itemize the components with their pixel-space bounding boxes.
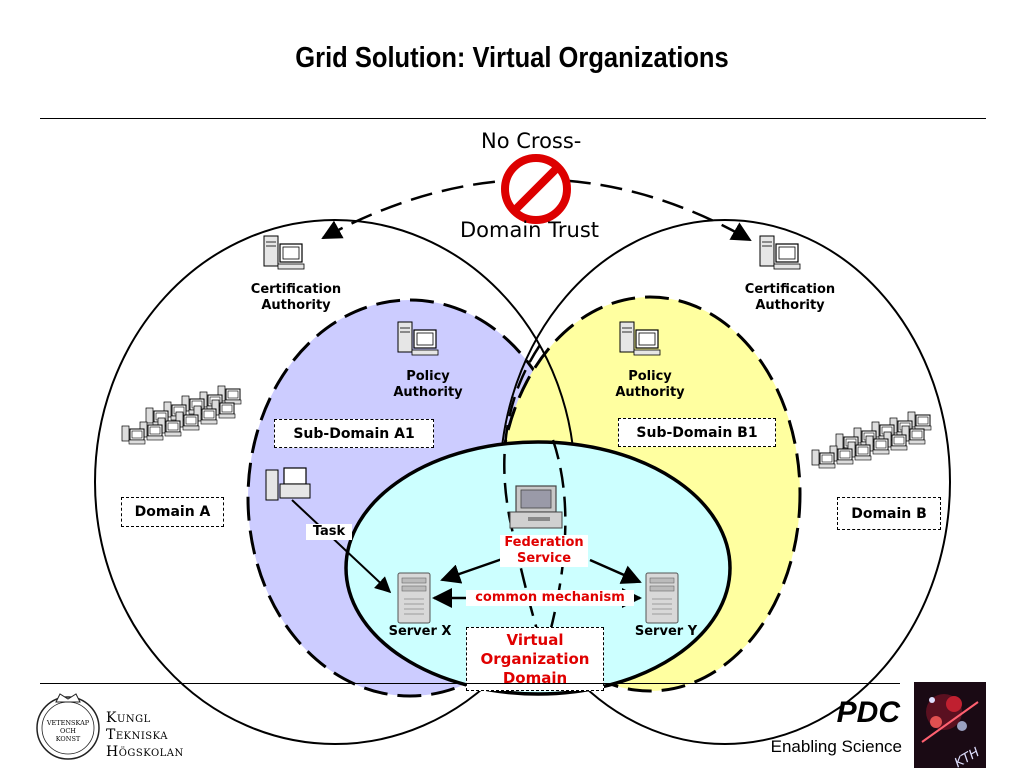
vo-domain-ellipse: [344, 440, 732, 696]
trust-label-bottom: Domain Trust: [460, 218, 600, 242]
domain-b-computer-cluster-icon: [811, 411, 932, 469]
footer-divider: [40, 683, 900, 684]
ca-left-computer-icon: [263, 235, 305, 270]
federation-to-server-y-arrow: [589, 558, 642, 584]
federation-service-label: Federation Service: [500, 535, 588, 567]
policy-right-label: Policy Authority: [615, 369, 685, 400]
kth-badge-image: KTH: [914, 682, 986, 768]
pdc-logo-text: PDC: [836, 696, 900, 729]
policy-left-label: Policy Authority: [393, 369, 463, 400]
kth-line-1: Kungl: [106, 710, 151, 726]
no-entry-icon: [501, 154, 571, 224]
page-title: Grid Solution: Virtual Organizations: [295, 42, 729, 74]
title-divider: [40, 118, 986, 119]
task-arrow: [291, 499, 392, 594]
task-label: Task: [306, 524, 352, 540]
vo-domain-label: Virtual Organization Domain: [466, 627, 604, 691]
trust-label-top: No Cross-: [481, 129, 582, 153]
domain-a-label: Domain A: [121, 497, 224, 527]
server-y-icon: [645, 572, 679, 624]
federation-service-computer-icon: [509, 485, 563, 529]
federation-to-server-x-arrow: [440, 555, 509, 584]
kth-line-3: Högskolan: [106, 744, 184, 760]
task-client-computer-icon: [265, 467, 311, 501]
ca-right-label: Certification Authority: [744, 282, 836, 313]
ca-right-computer-icon: [759, 235, 801, 270]
seal-text-3: KONST: [56, 735, 81, 743]
kth-line-2: Tekniska: [106, 727, 168, 743]
server-x-icon: [397, 572, 431, 624]
tagline: Enabling Science: [770, 737, 902, 756]
subdomain-b1-label: Sub-Domain B1: [618, 418, 776, 447]
subdomain-a1-overlap-edge: [546, 439, 567, 641]
kth-seal-icon: VETENSKAP OCH KONST: [36, 693, 100, 760]
seal-text-1: VETENSKAP: [46, 719, 90, 727]
server-y-label: Server Y: [634, 624, 698, 639]
common-mechanism-label: common mechanism: [466, 590, 634, 606]
ca-left-label: Certification Authority: [250, 282, 342, 313]
seal-text-2: OCH: [60, 727, 76, 735]
server-x-label: Server X: [388, 624, 452, 639]
domain-b-label: Domain B: [837, 497, 941, 530]
domain-a-computer-cluster-icon: [121, 385, 242, 445]
subdomain-a1-label: Sub-Domain A1: [274, 419, 434, 448]
kth-wordmark: Kungl Tekniska Högskolan: [106, 710, 184, 761]
